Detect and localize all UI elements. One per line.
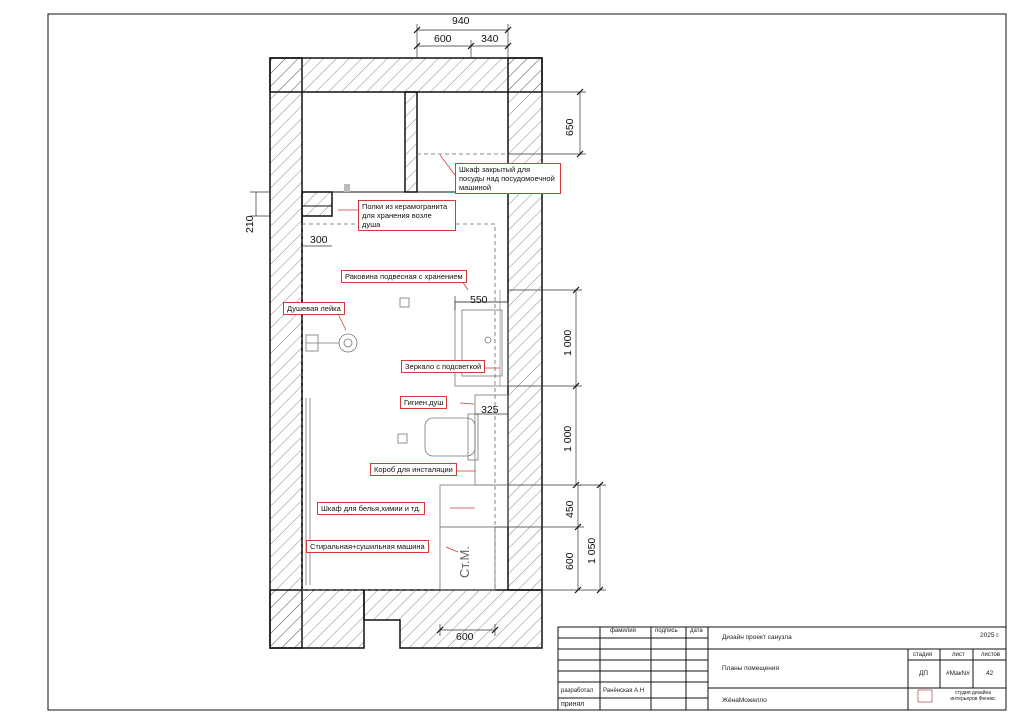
note-sink: Раковина подвесная с хранением (341, 270, 467, 283)
tb-h-sheets: листов (981, 652, 1001, 658)
tb-role-accepted: принял (561, 701, 585, 708)
note-hygienic-shower: Гигиен.душ (400, 396, 448, 409)
note-installation-box: Короб для инсталяции (370, 463, 457, 476)
dimension-lines (250, 24, 606, 636)
washing-machine (439, 526, 496, 591)
dim-right-650: 650 (564, 118, 576, 136)
dim-top-total: 940 (452, 15, 470, 27)
dim-left-210: 210 (244, 215, 256, 233)
dim-right-600: 600 (564, 552, 576, 570)
tb-sheets-total: 42 (986, 670, 994, 677)
dim-top-right: 340 (481, 33, 499, 45)
walls (269, 57, 543, 649)
tb-col-surname: фамилия (610, 628, 636, 634)
title-block (557, 626, 1007, 711)
note-dish-cabinet: Шкаф закрытый для посуды над посудомоечн… (455, 163, 561, 194)
drain-2 (397, 433, 408, 444)
dashed-zones (301, 153, 508, 591)
tb-sheet-no: #МакN# (946, 670, 970, 677)
wall-right (507, 57, 543, 591)
tb-role-developer: разработал (561, 688, 594, 694)
dim-top-left: 600 (434, 33, 452, 45)
toilet (424, 417, 476, 457)
tb-col-date: дата (690, 628, 703, 634)
shower-head-symbol (338, 333, 358, 353)
dim-wc-325: 325 (481, 404, 499, 416)
tb-studio: студия дизайна интерьеров Феникс (950, 690, 996, 702)
dim-sink-550: 550 (470, 294, 488, 306)
dim-right-1000a: 1 000 (562, 329, 574, 356)
linen-cabinet (439, 484, 509, 528)
wall-bottom (363, 589, 543, 649)
washer-label: Ст.М. (457, 546, 472, 578)
note-shower-head: Душевая лейка (283, 302, 345, 315)
dim-right-1000b: 1 000 (562, 425, 574, 452)
drain (399, 297, 410, 308)
wall-partition (404, 91, 418, 193)
fixtures (305, 184, 509, 591)
dimension-ticks (413, 26, 604, 634)
note-linen-cabinet: Шкаф для белья,химии и тд. (317, 502, 425, 515)
tb-col-signature: подпись (655, 628, 678, 634)
note-mirror: Зеркало с подсветкой (401, 360, 486, 373)
wall-left (269, 57, 303, 649)
tb-project: Дизайн проект санузла (722, 634, 792, 641)
wall-top (269, 57, 543, 93)
tb-year: 2025 г. (980, 632, 1000, 639)
wall-bottom-left (269, 589, 365, 649)
sheet-frame (47, 13, 1007, 711)
wall-shelf-ledge (301, 191, 333, 217)
dim-niche-300: 300 (310, 234, 328, 246)
note-shelves: Полки из керамогранита для хранения возл… (358, 200, 456, 231)
tb-client: ЖёнаМожелло (722, 697, 767, 704)
studio-logo (917, 689, 933, 703)
note-washer: Стиральная+сушильная машина (306, 540, 429, 553)
tb-sheet-title: Планы помещения (722, 665, 779, 672)
tb-h-sheet: лист (952, 652, 965, 658)
dim-right-1050: 1 050 (586, 537, 598, 564)
upper-left-niche (301, 91, 406, 193)
tb-stage: ДП (919, 670, 929, 677)
tb-h-stage: стадия (913, 652, 933, 658)
tb-developer-name: Ранёнская А.Н (603, 688, 645, 694)
dim-right-450: 450 (564, 500, 576, 518)
dim-bottom-600: 600 (456, 631, 474, 643)
shower-zone (301, 223, 496, 591)
